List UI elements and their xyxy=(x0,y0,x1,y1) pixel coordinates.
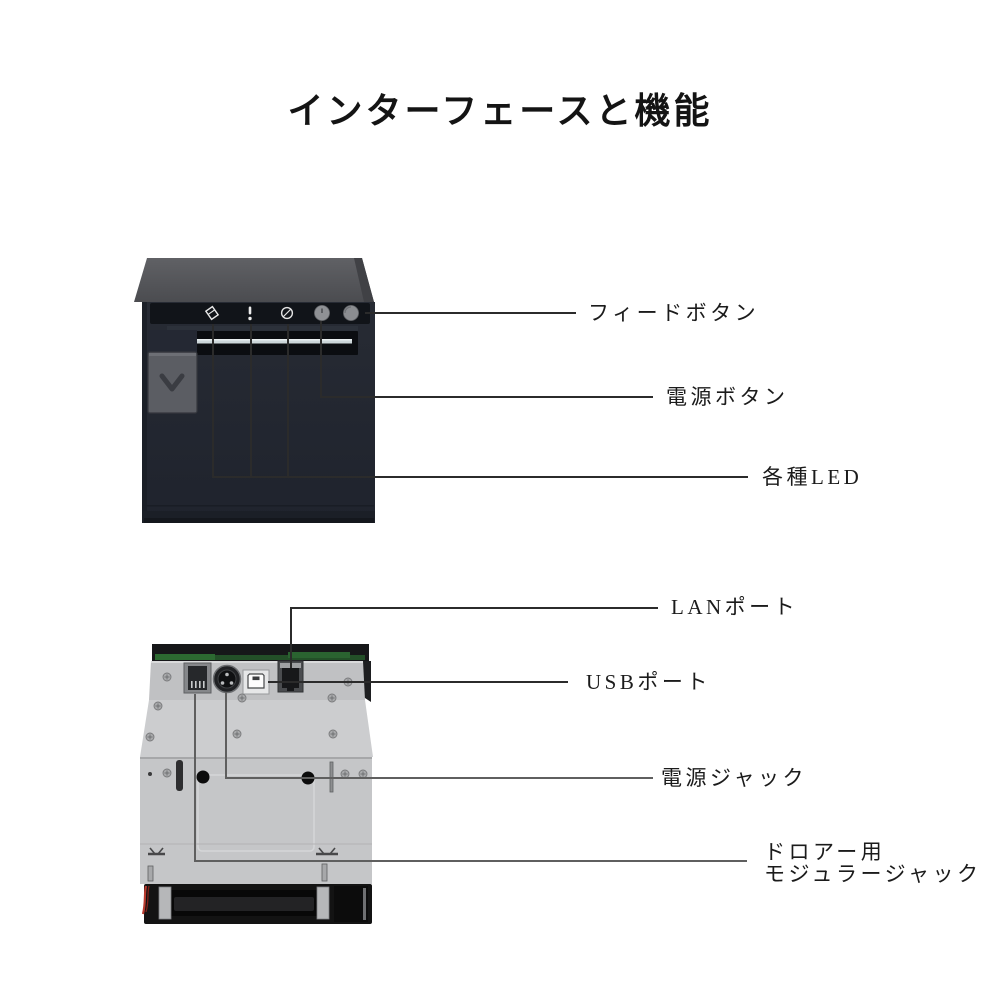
led-callout-vline-2 xyxy=(250,324,252,477)
printer-front-seam xyxy=(143,505,374,507)
error-led-icon xyxy=(248,306,252,321)
led-callout-line xyxy=(212,476,748,478)
drawer-jack-callout-vline xyxy=(194,694,196,861)
printer-left-edge xyxy=(142,302,147,523)
plate-hole-left xyxy=(196,770,210,784)
cover-open-button-highlight xyxy=(149,353,196,356)
power-button-label: 電源ボタン xyxy=(666,385,789,409)
base-right-edge xyxy=(363,888,366,920)
usb-port-callout-line xyxy=(268,681,568,683)
plate-dot xyxy=(148,772,152,776)
tab-left xyxy=(147,865,154,882)
usb-b-port-icon xyxy=(242,669,270,695)
latch-clip-left xyxy=(148,847,165,856)
printer-rear-bottom-drawing xyxy=(140,644,373,924)
power-jack-label: 電源ジャック xyxy=(661,766,807,790)
pcb-edge-bright-right xyxy=(288,652,350,658)
control-strip xyxy=(150,303,370,324)
bottom-plate-edge xyxy=(140,757,372,759)
paper-feed-led-icon xyxy=(280,306,294,320)
power-button-callout-vline xyxy=(320,321,322,397)
base-bracket-right xyxy=(316,886,330,920)
chassis-flare xyxy=(140,700,373,757)
power-jack-icon xyxy=(212,664,242,694)
lan-port-callout-vline xyxy=(290,607,292,668)
base-bracket-left xyxy=(158,886,172,920)
base-right-block xyxy=(334,886,368,922)
led-callout-vline-1 xyxy=(212,324,214,477)
printer-top-surface xyxy=(134,258,374,302)
pcb-edge xyxy=(155,655,365,660)
lan-port-label: LANポート xyxy=(671,595,799,619)
plate-seam xyxy=(197,774,315,852)
printer-front-top-view xyxy=(133,253,381,528)
printer-bottom-shadow xyxy=(144,518,374,523)
printer-rear-bottom-view xyxy=(138,640,378,935)
base-roller xyxy=(174,897,314,911)
pcb-edge-bright-left xyxy=(155,654,215,660)
rear-panel-highlight xyxy=(151,661,363,663)
page-title: インターフェースと機能 xyxy=(287,91,713,131)
tab-right xyxy=(321,863,328,882)
usb-port-label: USBポート xyxy=(586,670,711,694)
power-jack-callout-line xyxy=(225,777,653,779)
drawer-jack-label-line1: ドロアー用 xyxy=(764,840,886,864)
drawer-jack-label-line2: モジュラージャック xyxy=(764,862,982,886)
red-wire-2 xyxy=(145,885,150,913)
paper-out-led-icon xyxy=(204,305,220,321)
power-button-callout-line xyxy=(320,396,653,398)
paper-edge-highlight xyxy=(173,339,352,341)
led-callout-vline-3 xyxy=(287,324,289,477)
plate-slot xyxy=(176,760,183,791)
power-jack-callout-vline xyxy=(225,692,227,778)
paper-edge xyxy=(173,339,352,344)
paper-slot-lip xyxy=(167,326,358,331)
feed-button-label: フィードボタン xyxy=(588,301,760,325)
feed-button-callout-line xyxy=(365,312,576,314)
feed-button-icon xyxy=(342,305,359,322)
chevron-down-icon xyxy=(159,373,185,392)
printer-front-top-drawing xyxy=(134,258,375,523)
red-wire xyxy=(141,885,148,915)
drawer-jack-label: ドロアー用 モジュラージャック xyxy=(764,841,982,885)
lan-port-callout-line xyxy=(290,607,658,609)
cutter-cover-step xyxy=(148,330,197,352)
drawer-jack-callout-line xyxy=(194,860,747,862)
cover-open-button xyxy=(147,351,198,414)
leds-label: 各種LED xyxy=(762,465,863,489)
drawer-modular-jack-icon xyxy=(183,662,212,694)
printer-top-right-edge xyxy=(354,258,374,302)
latch-clip-right xyxy=(316,847,338,856)
power-button-icon xyxy=(313,305,330,322)
